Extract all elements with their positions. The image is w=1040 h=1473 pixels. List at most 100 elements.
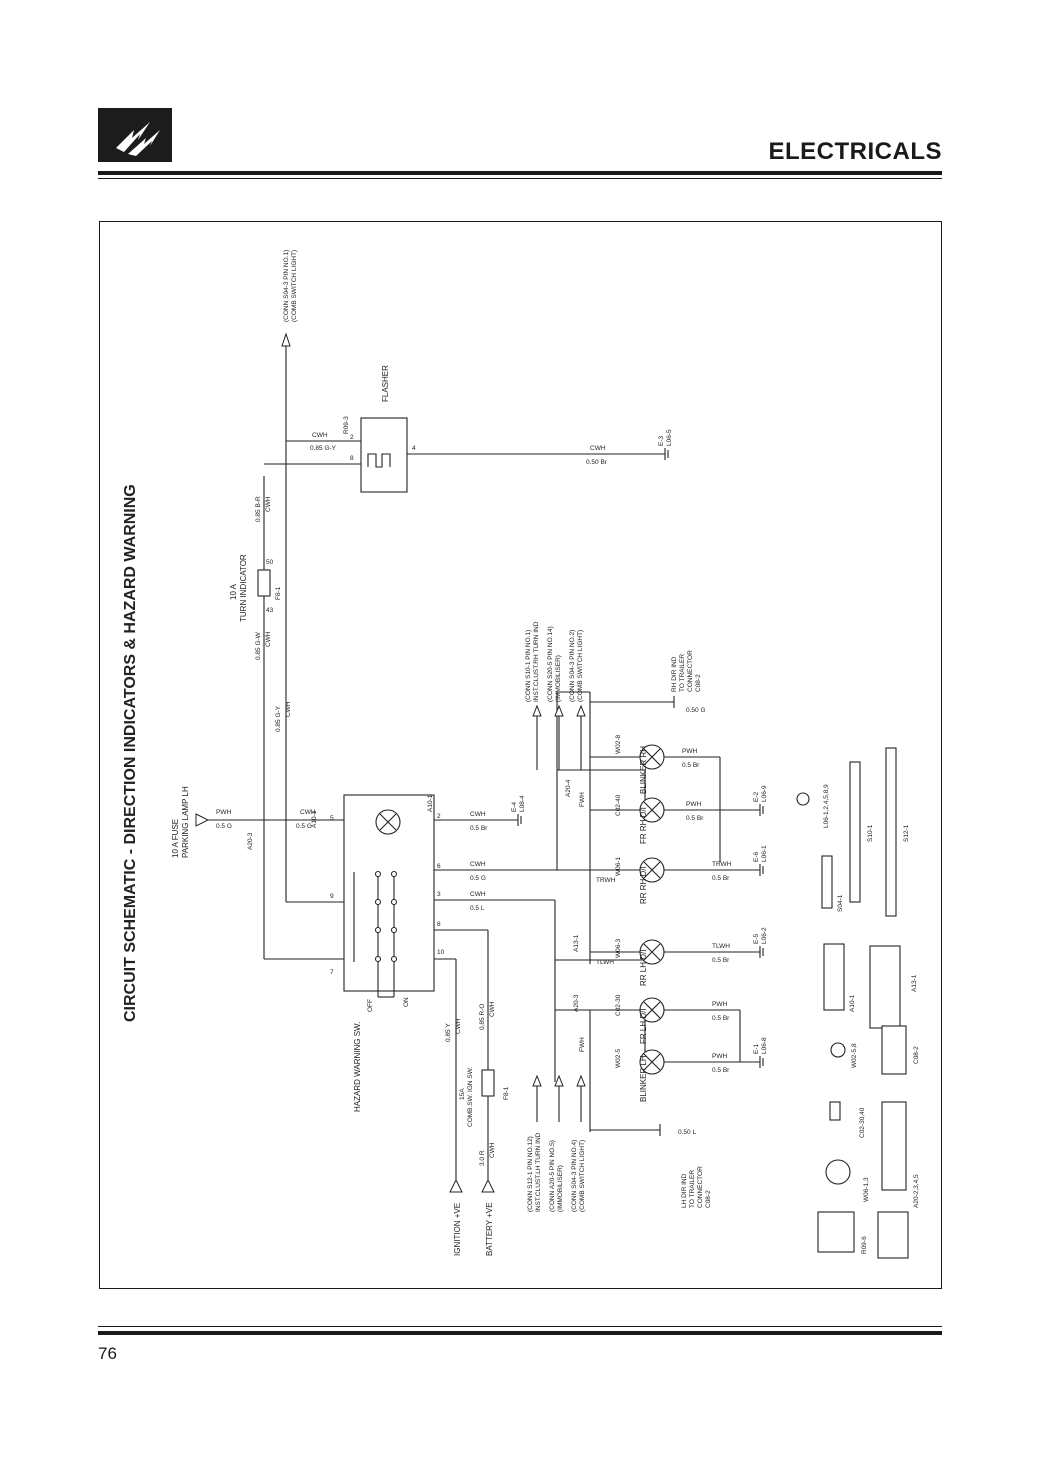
blinker-rh-label: BLINKER RH (639, 746, 648, 794)
header-rule (98, 171, 942, 175)
svg-text:TLWH: TLWH (596, 959, 614, 966)
connector-w06-icon (825, 1159, 851, 1185)
svg-text:W06-1: W06-1 (615, 856, 622, 876)
svg-text:L06-8: L06-8 (761, 1037, 768, 1054)
label-r09-3: R09-3 (343, 416, 350, 434)
svg-text:9: 9 (330, 893, 334, 900)
svg-text:TLWH: TLWH (712, 943, 730, 950)
pin-2: 2 (350, 434, 354, 441)
svg-text:(IMMOBILISER): (IMMOBILISER) (557, 1165, 564, 1212)
svg-text:PWH: PWH (712, 1053, 727, 1060)
svg-text:0.5 G: 0.5 G (296, 823, 312, 830)
svg-text:A13-1: A13-1 (911, 974, 918, 992)
pin-8: 8 (350, 455, 354, 462)
connector-r09-6 (817, 1211, 855, 1253)
svg-text:W02-8: W02-8 (615, 734, 622, 754)
svg-text:L06-1: L06-1 (761, 845, 768, 862)
svg-text:F8-1: F8-1 (503, 1086, 510, 1100)
diagram-title: CIRCUIT SCHEMATIC - DIRECTION INDICATORS… (122, 484, 139, 1022)
svg-text:INST.CLUST.LH TURN IND: INST.CLUST.LH TURN IND (535, 1132, 542, 1212)
svg-text:RH DIR IND: RH DIR IND (671, 656, 678, 692)
svg-text:CWH: CWH (300, 809, 316, 816)
svg-text:A13-1: A13-1 (573, 934, 580, 952)
svg-text:W02-5: W02-5 (615, 1048, 622, 1068)
footer-rule (98, 1331, 942, 1335)
label-g-y-1: 0.85 G-Y (310, 445, 337, 452)
section-title: ELECTRICALS (768, 138, 942, 165)
svg-text:0.5 Br: 0.5 Br (712, 875, 730, 882)
svg-text:S04-1: S04-1 (837, 894, 844, 912)
svg-text:W06-1,3: W06-1,3 (863, 1177, 870, 1202)
pin-4: 4 (412, 445, 416, 452)
top-conn-1: (CONN S04-3 PIN NO.1) (283, 250, 290, 322)
circuit-schematic: CIRCUIT SCHEMATIC - DIRECTION INDICATORS… (122, 250, 920, 1259)
svg-text:C02-30: C02-30 (615, 994, 622, 1016)
flasher-label: FLASHER (381, 365, 390, 402)
fuse-turn-id: F8-1 (275, 586, 282, 600)
connector-a10-1 (823, 943, 845, 1011)
connector-s04-1 (821, 855, 833, 909)
label-b-r: 0.85 B-R (255, 496, 262, 522)
svg-text:CONNECTOR: CONNECTOR (687, 650, 694, 692)
connector-a20-grid (877, 1211, 909, 1259)
svg-text:CWH: CWH (489, 1142, 496, 1158)
svg-text:0.5 G: 0.5 G (470, 875, 486, 882)
svg-text:W06-3: W06-3 (615, 938, 622, 958)
svg-text:CWH: CWH (489, 1001, 496, 1017)
svg-text:PWH: PWH (712, 1001, 727, 1008)
svg-text:50: 50 (266, 559, 274, 566)
svg-text:RR RH D/I: RR RH D/I (639, 866, 648, 904)
connector-l06-icon (796, 792, 810, 806)
svg-text:PWH: PWH (682, 748, 697, 755)
svg-text:C02-40: C02-40 (615, 794, 622, 816)
svg-text:FR LH D/I: FR LH D/I (639, 1008, 648, 1044)
svg-text:E-4: E-4 (511, 802, 518, 813)
svg-text:0.5 Br: 0.5 Br (686, 815, 704, 822)
svg-text:C08-2: C08-2 (695, 674, 702, 692)
svg-text:0.85 Y: 0.85 Y (445, 1023, 452, 1042)
svg-text:C02-30,40: C02-30,40 (859, 1107, 866, 1138)
svg-text:0.5 Br: 0.5 Br (712, 957, 730, 964)
svg-text:A20-3: A20-3 (247, 832, 254, 850)
fuse-park-2: PARKING LAMP LH (181, 786, 190, 858)
top-conn-2: (COMB SWITCH LIGHT) (291, 250, 298, 322)
svg-text:A20-2,3,4,5: A20-2,3,4,5 (913, 1174, 920, 1208)
svg-text:(IMMOBILISER): (IMMOBILISER) (555, 655, 562, 702)
svg-text:E-1: E-1 (753, 1044, 760, 1055)
svg-text:CWH: CWH (455, 1018, 462, 1034)
svg-text:5: 5 (330, 815, 334, 822)
ignition-icon (449, 1178, 463, 1193)
connector-s12-1 (885, 747, 897, 917)
svg-text:CONNECTOR: CONNECTOR (697, 1166, 704, 1208)
header-rule-thin (98, 178, 942, 179)
svg-text:LH DIR IND: LH DIR IND (681, 1173, 688, 1208)
svg-text:A10-1: A10-1 (849, 994, 856, 1012)
battery-label: BATTERY +VE (485, 1202, 494, 1256)
label-050br: 0.50 Br (586, 459, 608, 466)
svg-text:COMB.SW. IGN SW.: COMB.SW. IGN SW. (467, 1066, 474, 1127)
svg-text:L06-9: L06-9 (761, 785, 768, 802)
svg-text:CWH: CWH (470, 891, 486, 898)
svg-text:RR LH D/I: RR LH D/I (639, 950, 648, 986)
ignition-label: IGNITION +VE (453, 1203, 462, 1256)
svg-text:0.5 L: 0.5 L (470, 905, 485, 912)
footer-rule-thin (98, 1326, 942, 1327)
svg-text:8: 8 (437, 921, 441, 928)
fuse-park-1: 10 A FUSE (171, 819, 180, 858)
arrow-top (281, 332, 291, 347)
svg-text:3.0 R: 3.0 R (479, 1150, 486, 1166)
svg-text:S12-1: S12-1 (903, 824, 910, 842)
svg-text:3: 3 (437, 891, 441, 898)
connector-s10-1 (849, 761, 861, 903)
svg-text:0.5 Br: 0.5 Br (682, 762, 700, 769)
svg-text:A20-3: A20-3 (573, 994, 580, 1012)
svg-text:C08-2: C08-2 (705, 1190, 712, 1208)
lightning-bolts-icon (98, 108, 172, 162)
diagram-frame: CIRCUIT SCHEMATIC - DIRECTION INDICATORS… (99, 221, 942, 1289)
svg-text:7: 7 (330, 969, 334, 976)
svg-text:0.5 Br: 0.5 Br (712, 1067, 730, 1074)
label-e3: E-3 (658, 436, 665, 447)
svg-text:(COMB SWITCH LIGHT): (COMB SWITCH LIGHT) (577, 630, 584, 702)
svg-text:PWH: PWH (216, 809, 231, 816)
svg-text:CWH: CWH (470, 811, 486, 818)
